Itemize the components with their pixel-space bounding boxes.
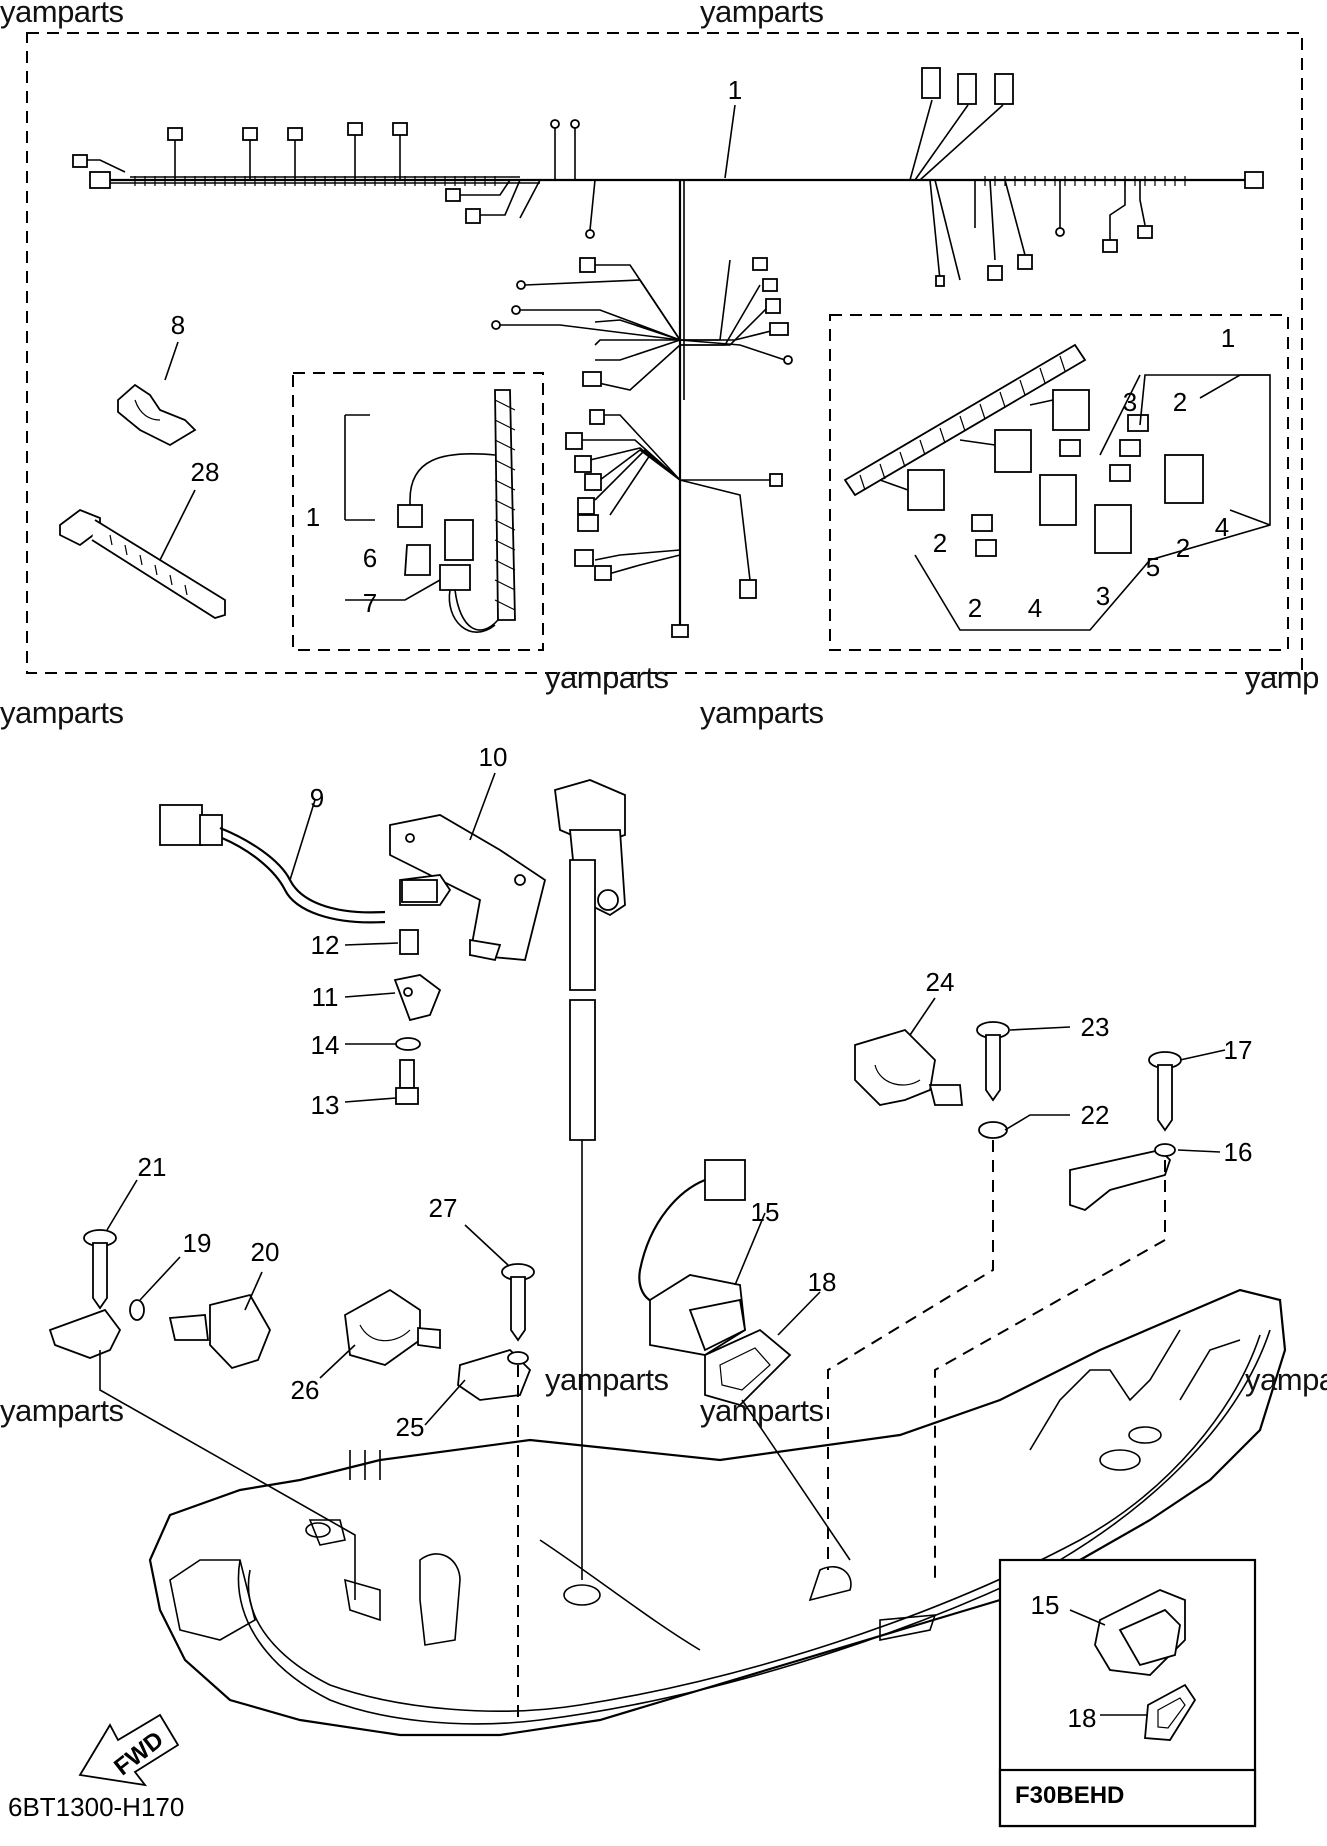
model-inset-box [998, 1558, 1257, 1828]
callout-7: 7 [362, 588, 378, 618]
watermark: yamparts [0, 0, 124, 29]
callout-20: 20 [250, 1237, 280, 1267]
callout-15: 15 [1030, 1590, 1060, 1620]
watermark: yamparts [0, 1393, 124, 1428]
part-19-plate [48, 1256, 356, 1600]
part-21-bolt [83, 1179, 138, 1310]
part-11-plate [344, 974, 442, 1022]
inset-box-left [292, 372, 544, 651]
callout-18: 18 [1067, 1703, 1097, 1733]
callout-17: 17 [1223, 1035, 1253, 1065]
leader-1-main [724, 104, 736, 179]
watermark: yamp [1245, 660, 1319, 695]
watermark: yamparts [700, 695, 824, 730]
callout-16: 16 [1223, 1137, 1253, 1167]
callout-18: 18 [807, 1267, 837, 1297]
part-8-clamp [117, 341, 197, 447]
part-15-connector [638, 1159, 766, 1356]
callout-3: 3 [1122, 387, 1138, 417]
part-13-bolt [344, 1059, 419, 1105]
callout-4: 4 [1214, 512, 1230, 542]
part-9-lead-wire [159, 799, 386, 924]
callout-26: 26 [290, 1375, 320, 1405]
callout-8: 8 [170, 310, 186, 340]
shift-rod [554, 779, 626, 1580]
callout-25: 25 [395, 1412, 425, 1442]
watermark: yamparts [545, 660, 669, 695]
callout-14: 14 [310, 1030, 340, 1060]
watermark: yamparts [0, 695, 124, 730]
part-23-bolt [976, 1021, 1071, 1102]
part-28-cable-tie [59, 489, 226, 619]
callout-9: 9 [309, 783, 325, 813]
callout-13: 13 [310, 1090, 340, 1120]
part-14-washer [345, 1037, 421, 1051]
callout-1: 1 [1220, 323, 1236, 353]
callout-2: 2 [1172, 387, 1188, 417]
callout-3: 3 [1095, 581, 1111, 611]
part-25-plate [424, 1348, 532, 1720]
part-1-connector-detail [843, 343, 1271, 631]
part-24-clamp [854, 997, 963, 1106]
callout-15: 15 [750, 1197, 780, 1227]
part-17-bolt [1148, 1049, 1226, 1132]
callout-4: 4 [1027, 593, 1043, 623]
part-1-harness-detail [344, 389, 516, 633]
callout-27: 27 [428, 1193, 458, 1223]
callout-21: 21 [137, 1152, 167, 1182]
part-10-neutral-switch [389, 772, 547, 962]
harness-assembly-box [26, 32, 1303, 674]
callout-1: 1 [727, 75, 743, 105]
callout-2: 2 [967, 593, 983, 623]
callout-19: 19 [182, 1228, 212, 1258]
bottom-cowling [148, 1288, 1287, 1737]
part-12-collar [344, 929, 419, 955]
callout-2: 2 [1175, 533, 1191, 563]
part-20-clamp [168, 1271, 271, 1370]
part-18-grommet [704, 1291, 851, 1561]
part-26-clamp [319, 1288, 441, 1379]
callout-1: 1 [305, 502, 321, 532]
callout-24: 24 [925, 967, 955, 997]
callout-23: 23 [1080, 1012, 1110, 1042]
watermark: yamparts [700, 0, 824, 29]
watermark: yamparts [1245, 1362, 1327, 1397]
callout-5: 5 [1145, 552, 1161, 582]
callout-6: 6 [362, 543, 378, 573]
callout-28: 28 [190, 457, 220, 487]
inset-box-right [829, 314, 1289, 651]
callout-22: 22 [1080, 1100, 1110, 1130]
part-22-washer [827, 1114, 1070, 1570]
part-27-bolt [464, 1224, 535, 1342]
callout-10: 10 [478, 742, 508, 772]
wire-harness [72, 67, 1264, 638]
part-16-bracket [934, 1143, 1221, 1585]
watermark: yamparts [545, 1362, 669, 1397]
callout-2: 2 [932, 528, 948, 558]
diagram-code: 6BT1300-H170 [8, 1792, 185, 1822]
watermark: yamparts [700, 1393, 824, 1428]
callout-12: 12 [310, 930, 340, 960]
fwd-arrow-icon [78, 1713, 180, 1787]
callout-11: 11 [311, 982, 339, 1012]
model-label: F30BEHD [1015, 1782, 1125, 1809]
